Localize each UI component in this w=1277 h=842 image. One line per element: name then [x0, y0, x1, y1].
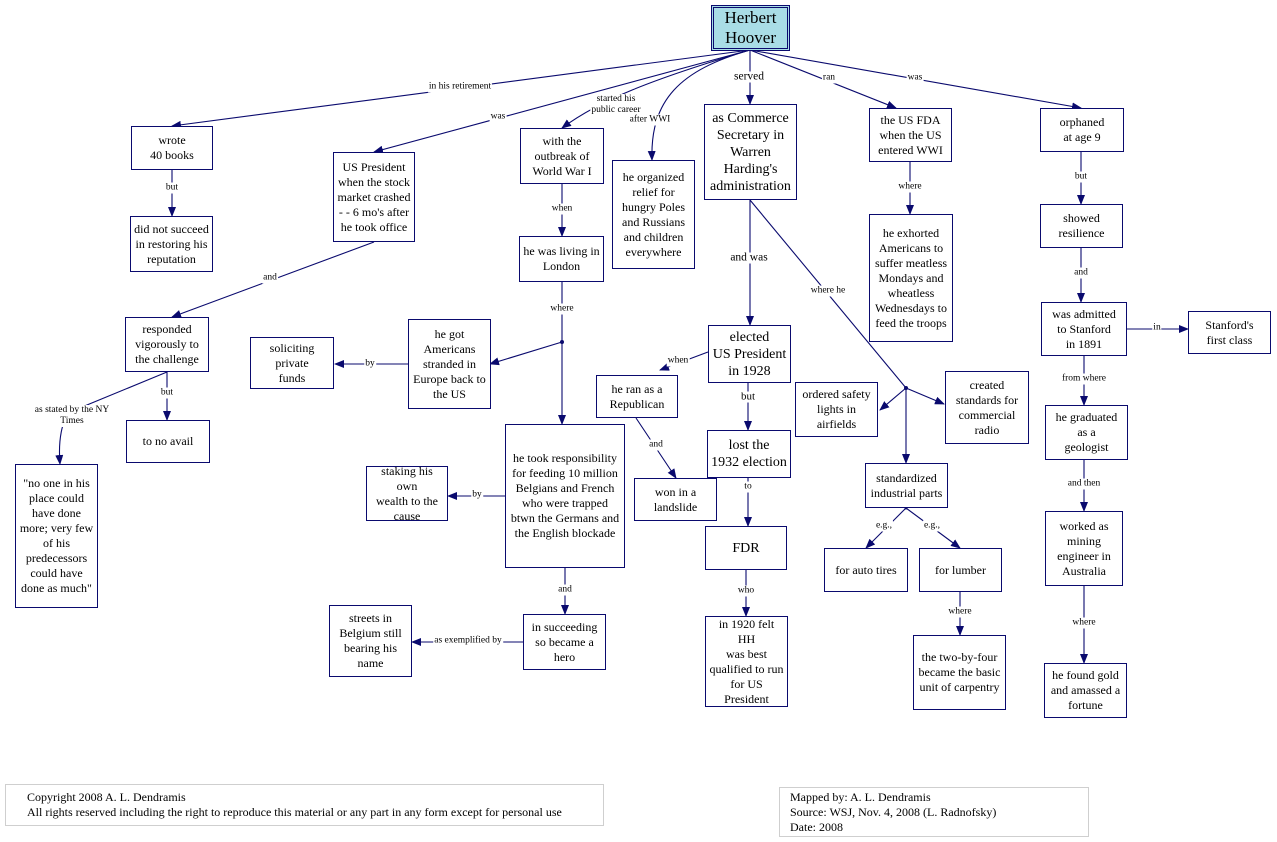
- edge-label-was: was: [489, 111, 507, 123]
- node-fdr: FDR: [705, 526, 787, 570]
- edge-label-but-2: but: [159, 387, 175, 399]
- edge-label-where-1: where: [549, 303, 575, 315]
- edge-label-after-wwi: after WWI: [628, 114, 672, 126]
- edge-label-by-2: by: [471, 489, 483, 501]
- edge-label-but-1: but: [164, 182, 180, 194]
- source-box: Mapped by: A. L. Dendramis Source: WSJ, …: [779, 787, 1089, 837]
- edge-label-and-then: and then: [1066, 478, 1102, 490]
- edge-label-was-orphaned: was: [906, 72, 924, 84]
- edge-label-where-he: where he: [809, 285, 847, 297]
- edge-label-where-4: where: [1071, 617, 1097, 629]
- edge-label-where-2: where: [947, 606, 973, 618]
- edge-label-eg-1: e.g.,: [874, 520, 894, 532]
- edge-label-in: in: [1152, 322, 1162, 334]
- edge-label-and-1: and: [262, 272, 278, 284]
- edge-label-as-exemplified: as exemplified by: [433, 635, 503, 647]
- edge-label-who: who: [736, 585, 756, 597]
- copyright-box: Copyright 2008 A. L. Dendramis All right…: [5, 784, 604, 826]
- edge-label-and-4: and: [1073, 267, 1089, 279]
- edge-label-and-was: and was: [729, 251, 769, 264]
- node-for-lumber: for lumber: [919, 548, 1002, 592]
- edge-label-but-4: but: [1073, 171, 1089, 183]
- edge-label-when-2: when: [666, 355, 690, 367]
- edge-label-when-1: when: [550, 203, 574, 215]
- copyright-line-1: Copyright 2008 A. L. Dendramis: [27, 790, 186, 804]
- edge-label-ran: ran: [821, 72, 837, 84]
- edge-label-and-2: and: [557, 584, 573, 596]
- edge-label-where-3: where: [897, 181, 923, 193]
- edge-label-eg-2: e.g.,: [922, 520, 942, 532]
- edge-after-wwi: [647, 49, 751, 161]
- edge-label-from-where: from where: [1060, 373, 1108, 385]
- edge-label-but-3: but: [739, 390, 757, 403]
- edge-label-in-his-retirement: in his retirement: [427, 81, 493, 93]
- edge-label-to: to: [743, 481, 753, 493]
- copyright-line-2: All rights reserved including the right …: [27, 805, 562, 819]
- node-auto-tires: for auto tires: [824, 548, 908, 592]
- edge-label-and-3: and: [648, 439, 664, 451]
- node-to-no-avail: to no avail: [126, 420, 210, 463]
- edge-public-career: [561, 49, 751, 129]
- mapped-by: Mapped by: A. L. Dendramis: [790, 790, 931, 804]
- source-citation: Source: WSJ, Nov. 4, 2008 (L. Radnofsky): [790, 805, 997, 819]
- edge-was-president: [373, 49, 751, 154]
- edge-label-by-1: by: [364, 358, 376, 370]
- edge-label-served: served: [732, 70, 766, 83]
- map-date: Date: 2008: [790, 820, 843, 834]
